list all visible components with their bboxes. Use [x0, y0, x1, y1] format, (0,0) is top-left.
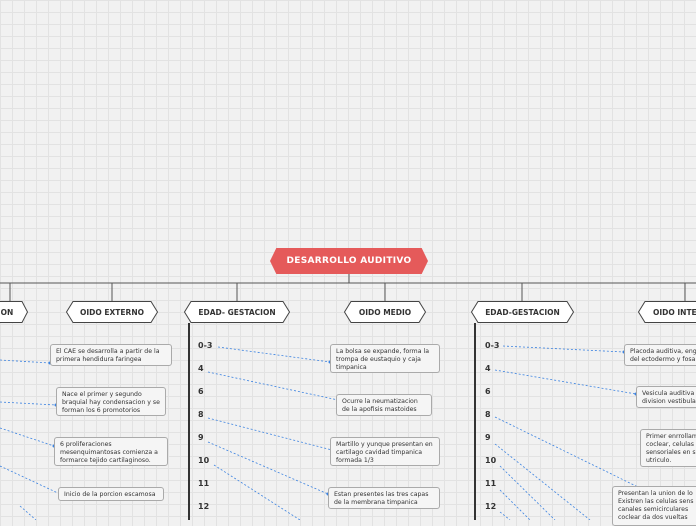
note-medio[interactable]: Martillo y yunque presentan en cartilago… [330, 437, 440, 466]
branch-oido-interno[interactable]: OIDO INTE [638, 301, 696, 323]
timeline-tick: 8 [198, 410, 204, 419]
timeline-tick: 11 [198, 479, 209, 488]
timeline-tick: 0-3 [485, 341, 499, 350]
branch-oido-externo[interactable]: OIDO EXTERNO [66, 301, 158, 323]
note-medio[interactable]: La bolsa se expande, forma la trompa de … [330, 344, 440, 373]
note-interno[interactable]: Presentan la union de lo Existren las ce… [612, 486, 696, 526]
timeline-tick: 8 [485, 410, 491, 419]
branch-edad-gestacion-2[interactable]: EDAD-GESTACION [471, 301, 574, 323]
timeline-line-2 [474, 323, 476, 520]
timeline-line-1 [188, 323, 190, 520]
branch-oido-medio[interactable]: OIDO MEDIO [344, 301, 426, 323]
timeline-tick: 11 [485, 479, 496, 488]
timeline-tick: 10 [485, 456, 496, 465]
timeline-tick: 12 [198, 502, 209, 511]
timeline-tick: 4 [485, 364, 491, 373]
note-externo[interactable]: Nace el primer y segundo braquial hay co… [56, 387, 166, 416]
branch-left-cut[interactable]: ON [0, 301, 28, 323]
timeline-tick: 6 [198, 387, 204, 396]
note-medio[interactable]: Ocurre la neumatizacion de la apofisis m… [336, 394, 432, 416]
root-topic[interactable]: DESARROLLO AUDITIVO [270, 248, 428, 274]
timeline-tick: 0-3 [198, 341, 212, 350]
note-externo[interactable]: 6 proliferaciones mesenquimantosas comie… [54, 437, 168, 466]
timeline-tick: 9 [485, 433, 491, 442]
note-interno[interactable]: Primer enrrollam coclear, celulas sensor… [640, 429, 696, 467]
note-interno[interactable]: Vesicula auditiva division vestibula [636, 386, 696, 408]
note-interno[interactable]: Placoda auditiva, eng del ectodermo y fo… [624, 344, 696, 366]
timeline-tick: 4 [198, 364, 204, 373]
note-medio[interactable]: Estan presentes las tres capas de la mem… [328, 487, 440, 509]
timeline-tick: 6 [485, 387, 491, 396]
timeline-tick: 9 [198, 433, 204, 442]
timeline-tick: 10 [198, 456, 209, 465]
note-externo[interactable]: El CAE se desarrolla a partir de la prim… [50, 344, 172, 366]
note-externo[interactable]: Inicio de la porcion escamosa [58, 487, 164, 501]
branch-edad-gestacion-1[interactable]: EDAD- GESTACION [184, 301, 290, 323]
timeline-tick: 12 [485, 502, 496, 511]
